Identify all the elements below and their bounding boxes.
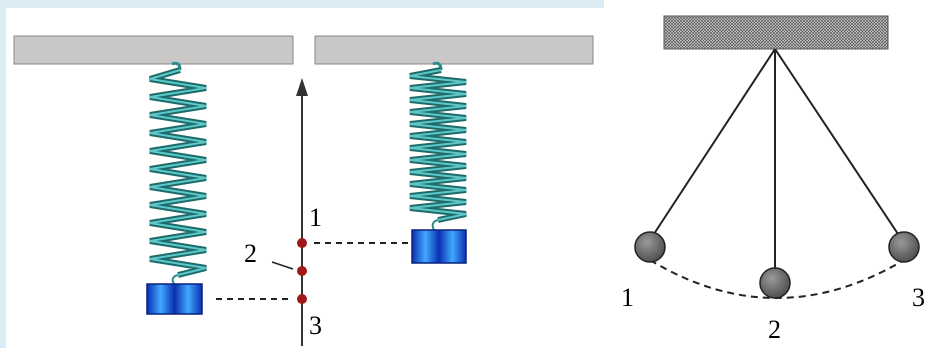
pendulum-label-2: 2 (768, 315, 781, 344)
ceiling-left (13, 35, 294, 65)
spring-label-3: 3 (309, 311, 322, 340)
spring-panel (6, 8, 604, 348)
spring-label-1: 1 (309, 203, 322, 232)
marker-3 (297, 294, 307, 304)
pendulum-support (663, 15, 889, 50)
ceiling-right (314, 35, 594, 65)
pendulum-label-3: 3 (912, 283, 925, 312)
spring-label-2: 2 (244, 239, 257, 268)
pendulum-label-1: 1 (621, 283, 634, 312)
axis-arrow-icon (296, 78, 308, 96)
string-right (774, 48, 903, 241)
spring-left (149, 61, 207, 285)
marker-2 (297, 266, 307, 276)
spring-right (409, 61, 467, 231)
label-2-pointer (271, 261, 294, 270)
pendulum-bob-2 (759, 267, 791, 299)
weight-left (146, 283, 203, 315)
weight-right (411, 229, 467, 264)
pendulum-bob-3 (888, 231, 920, 263)
pendulum-bob-1 (634, 231, 666, 263)
marker-1 (297, 238, 307, 248)
string-left (649, 48, 776, 241)
